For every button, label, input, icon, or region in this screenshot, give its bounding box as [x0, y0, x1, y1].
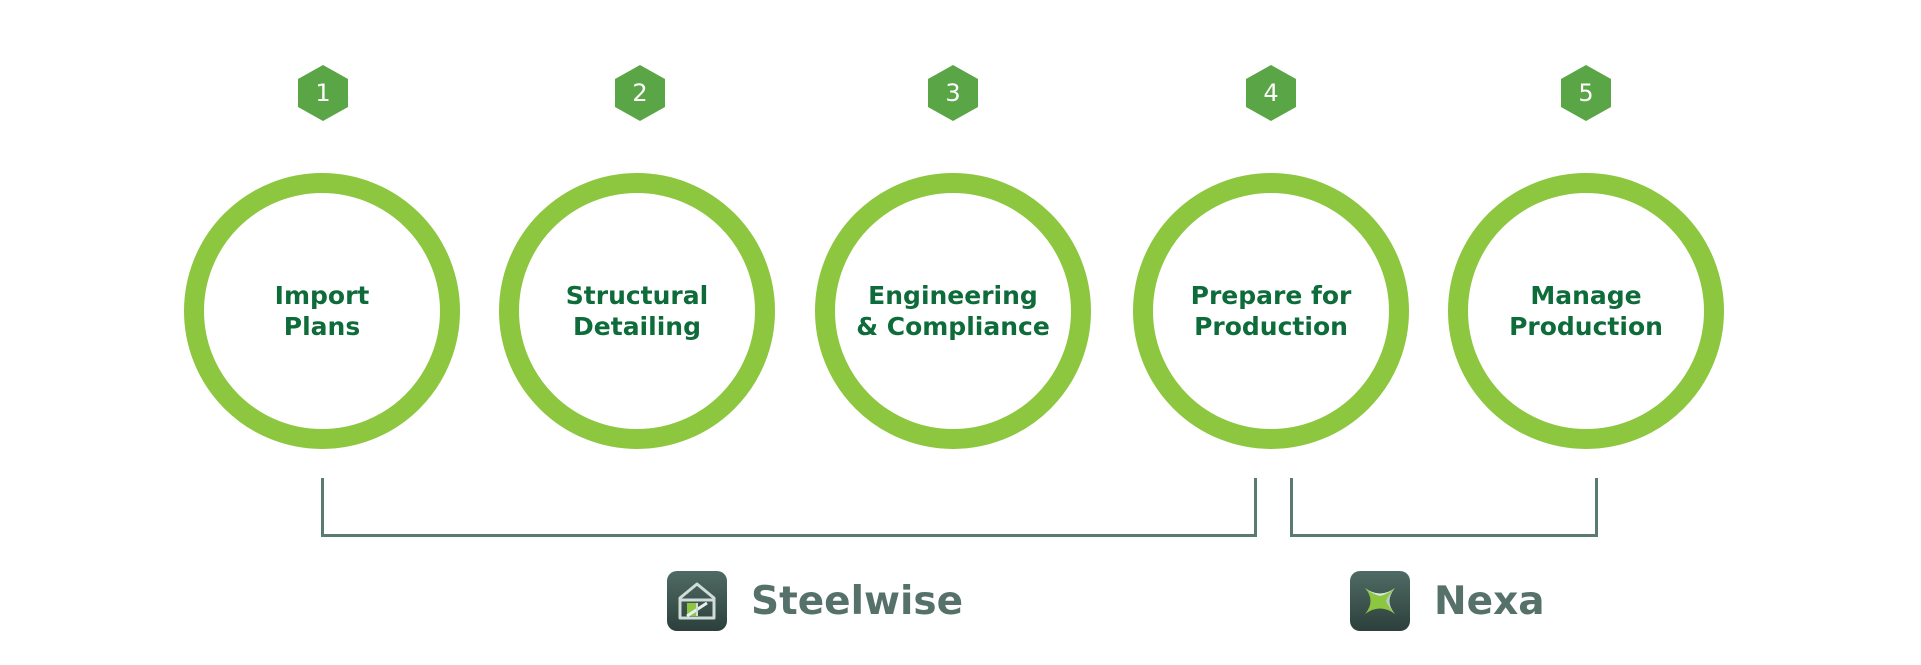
step-5-circle: Manage Production	[1448, 173, 1724, 449]
step-5-number: 5	[1578, 79, 1594, 107]
nexa-product: Nexa	[1350, 570, 1545, 632]
step-1-number: 1	[315, 79, 331, 107]
steelwise-logo	[667, 571, 727, 631]
step-3-number: 3	[945, 79, 961, 107]
hexagon-badge-icon	[1246, 65, 1296, 121]
hexagon-badge-icon	[298, 65, 348, 121]
nexa-logo	[1350, 571, 1410, 631]
nexa-name: Nexa	[1434, 578, 1545, 624]
step-2-number: 2	[632, 79, 648, 107]
step-4-circle: Prepare for Production	[1133, 173, 1409, 449]
hexagon-badge-icon	[928, 65, 978, 121]
steelwise-product: Steelwise	[667, 570, 963, 632]
step-4-number-badge: 4	[1246, 65, 1296, 121]
step-1-label: Import Plans	[274, 281, 370, 341]
step-1-circle: Import Plans	[184, 173, 460, 449]
step-2-label: Structural Detailing	[565, 281, 709, 341]
step-1-number-badge: 1	[298, 65, 348, 121]
house-frame-icon	[678, 582, 716, 620]
hexagon-badge-icon	[615, 65, 665, 121]
step-3-label: Engineering & Compliance	[856, 281, 1050, 341]
steelwise-name: Steelwise	[751, 578, 964, 624]
step-5-number-badge: 5	[1561, 65, 1611, 121]
steelwise-bracket	[321, 478, 1257, 537]
nexa-cross-icon	[1365, 588, 1395, 614]
step-4-number: 4	[1263, 79, 1279, 107]
step-2-circle: Structural Detailing	[499, 173, 775, 449]
step-3-circle: Engineering & Compliance	[815, 173, 1091, 449]
step-5-label: Manage Production	[1509, 281, 1663, 341]
step-3-number-badge: 3	[928, 65, 978, 121]
hexagon-badge-icon	[1561, 65, 1611, 121]
step-4-label: Prepare for Production	[1190, 281, 1352, 341]
step-2-number-badge: 2	[615, 65, 665, 121]
nexa-bracket	[1290, 478, 1598, 537]
